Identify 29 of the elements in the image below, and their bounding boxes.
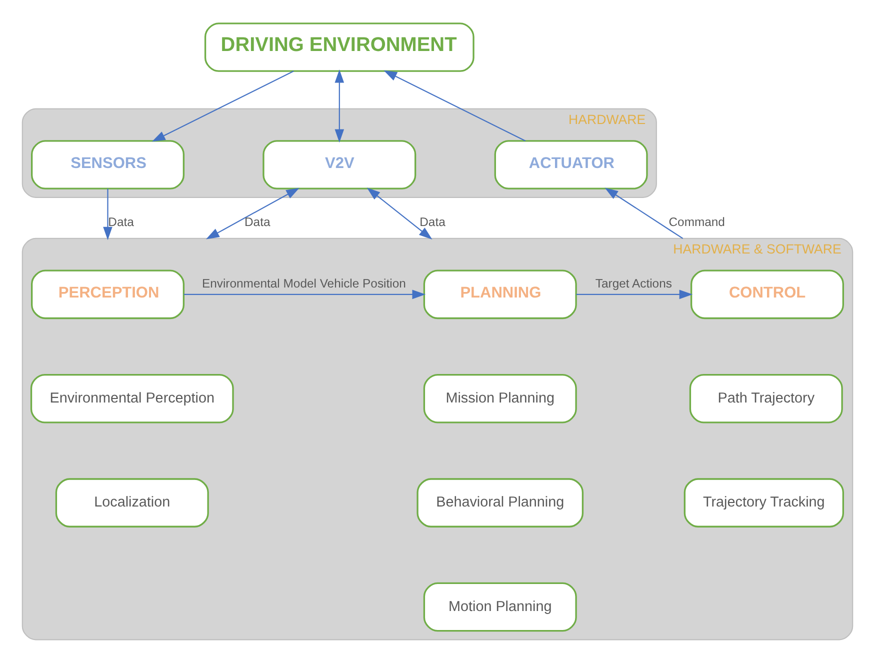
node-box: DRIVING ENVIRONMENT xyxy=(204,22,474,72)
edge-label: Target Actions xyxy=(594,276,672,290)
node-box: Trajectory Tracking xyxy=(683,478,844,527)
node-box: Localization xyxy=(54,478,208,527)
node-box: CONTROL xyxy=(690,269,844,319)
arrow xyxy=(151,70,294,142)
edge-label: Data xyxy=(419,214,445,229)
arrow xyxy=(604,187,683,238)
arrow xyxy=(334,68,344,142)
arrow xyxy=(576,289,692,299)
node-box: PLANNING xyxy=(422,269,576,319)
edge-label: Data xyxy=(244,214,270,229)
edge-label: Data xyxy=(108,214,134,229)
arrow xyxy=(102,188,112,240)
node-box: Path Trajectory xyxy=(688,373,842,423)
node-box: PERCEPTION xyxy=(30,269,184,319)
arrow xyxy=(383,70,526,141)
node-box: V2V xyxy=(262,140,416,189)
node-box: Behavioral Planning xyxy=(416,478,584,527)
arrow xyxy=(183,289,426,299)
edge-label: Environmental Model Vehicle Position xyxy=(201,276,406,290)
node-box: Environmental Perception xyxy=(30,373,234,423)
node-box: SENSORS xyxy=(30,140,184,189)
node-box: Mission Planning xyxy=(422,373,576,423)
arrow xyxy=(366,187,432,239)
node-box: Motion Planning xyxy=(422,582,576,632)
arrow xyxy=(205,187,299,239)
edge-label: Command xyxy=(668,214,724,229)
node-box: ACTUATOR xyxy=(494,140,648,189)
